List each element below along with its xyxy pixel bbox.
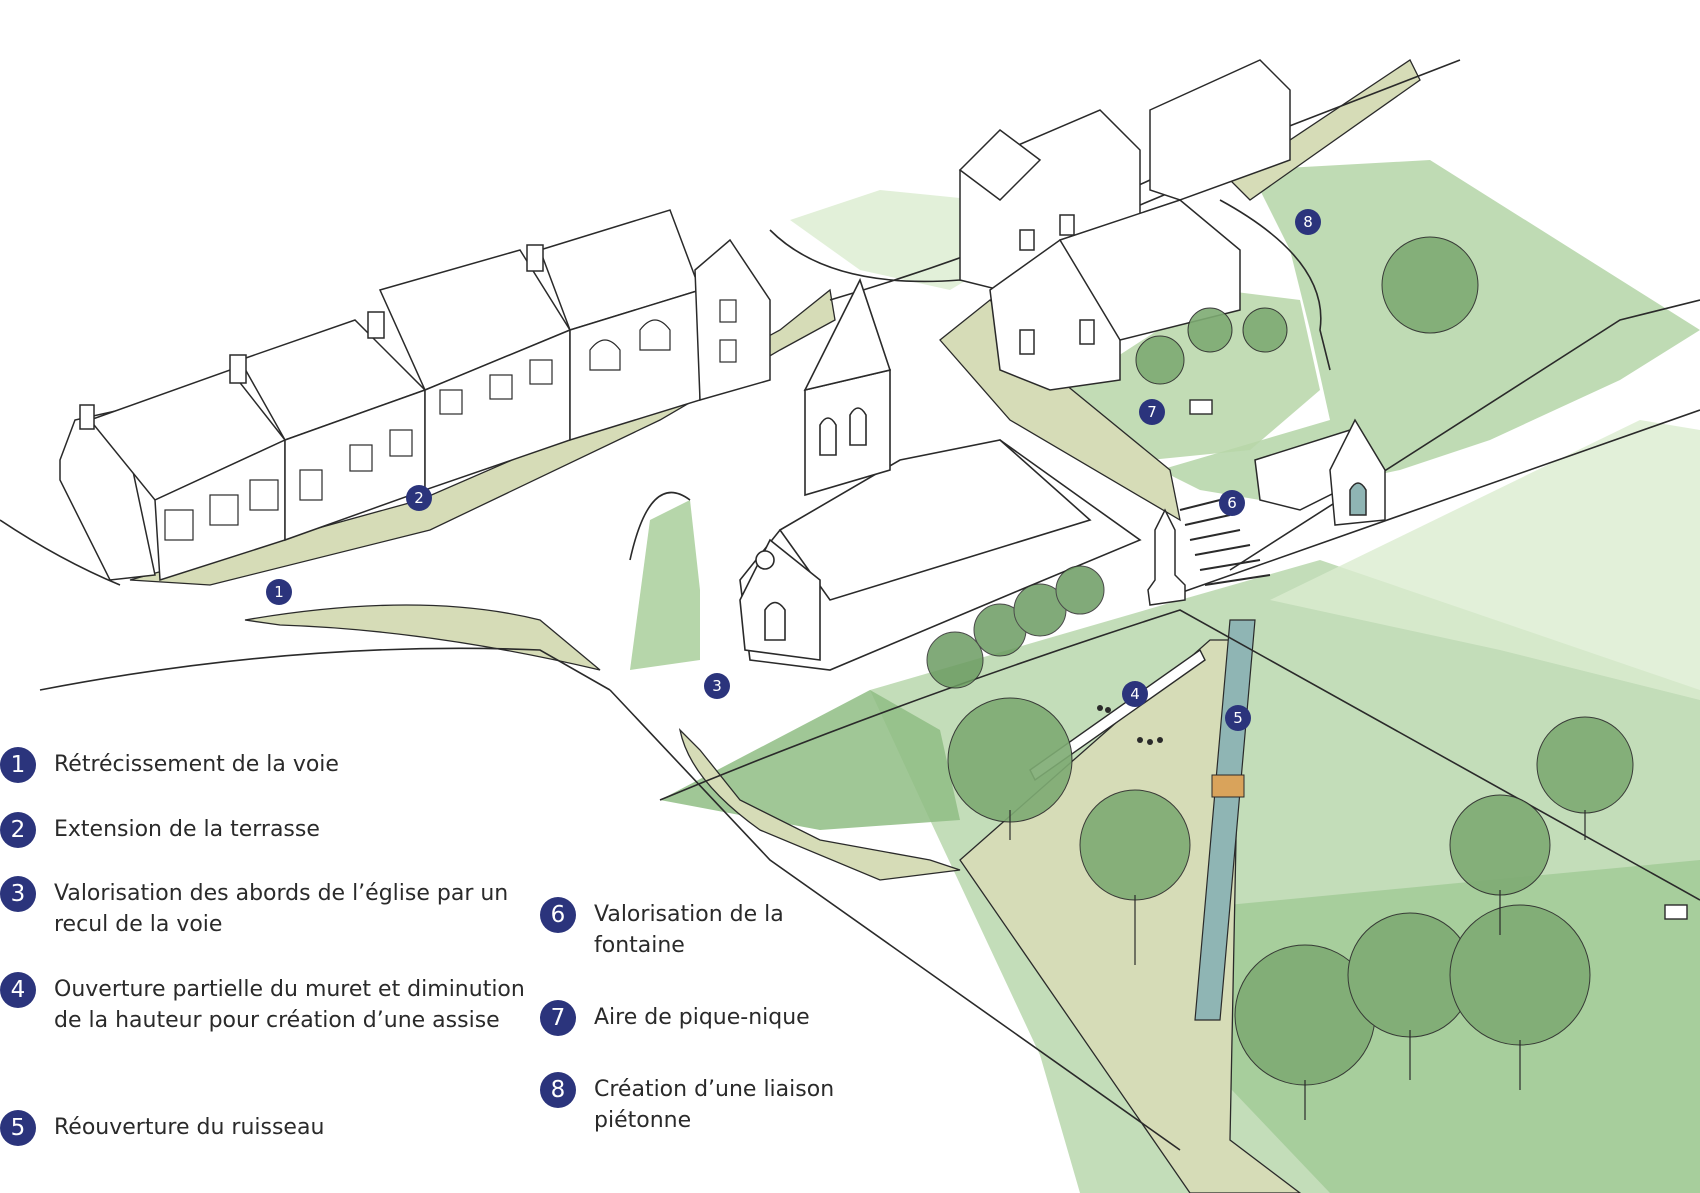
church-surround — [678, 728, 961, 881]
marker-2[interactable]: 2 — [406, 485, 432, 511]
marker-3[interactable]: 3 — [704, 673, 730, 699]
houses-top-right — [958, 59, 1291, 391]
marker-6[interactable]: 6 — [1219, 490, 1245, 516]
legend-label: Ouverture partielle du muret et diminuti… — [54, 977, 525, 1033]
house-windows-left — [164, 299, 737, 541]
legend-number: 2 — [0, 812, 36, 848]
legend-number: 6 — [540, 897, 576, 933]
trees — [926, 236, 1634, 1120]
legend-label: Extension de la terrasse — [54, 817, 320, 842]
legend-item-3: 3 Valorisation des abords de l’église pa… — [0, 876, 520, 940]
crossing — [1179, 499, 1271, 586]
fountain-cross — [1147, 508, 1186, 606]
marker-1[interactable]: 1 — [266, 579, 292, 605]
legend-label: Aire de pique-nique — [594, 1005, 810, 1030]
marker-5[interactable]: 5 — [1225, 705, 1251, 731]
legend-label: Création d’une liaison piétonne — [594, 1077, 835, 1133]
church-gable — [739, 538, 821, 661]
church — [739, 277, 1142, 671]
legend-item-5: 5 Réouverture du ruisseau — [0, 1110, 500, 1146]
legend-label: Valorisation des abords de l’église par … — [54, 881, 509, 937]
houses-row-left — [59, 209, 771, 582]
legend-label: Réouverture du ruisseau — [54, 1115, 325, 1140]
legend-item-8: 8 Création d’une liaison piétonne — [540, 1072, 840, 1136]
legend-item-7: 7 Aire de pique-nique — [540, 1000, 840, 1036]
legend-item-6: 6 Valorisation de la fontaine — [540, 897, 840, 961]
legend-number: 1 — [0, 747, 36, 783]
church-steeple — [803, 277, 892, 392]
legend-number: 7 — [540, 1000, 576, 1036]
legend-number: 3 — [0, 876, 36, 912]
pedestrians — [1097, 705, 1163, 745]
legend-number: 5 — [0, 1110, 36, 1146]
legend-item-2: 2 Extension de la terrasse — [0, 812, 500, 848]
fountain-chapel — [1147, 418, 1386, 606]
footbridge — [1211, 774, 1245, 798]
marker-8[interactable]: 8 — [1295, 209, 1321, 235]
left-verge — [630, 500, 700, 670]
marker-4[interactable]: 4 — [1122, 681, 1148, 707]
legend-item-1: 1 Rétrécissement de la voie — [0, 747, 500, 783]
legend-label: Rétrécissement de la voie — [54, 752, 339, 777]
back-lawn — [790, 190, 1000, 290]
legend-label: Valorisation de la fontaine — [594, 902, 784, 958]
legend-number: 8 — [540, 1072, 576, 1108]
legend-number: 4 — [0, 972, 36, 1008]
road-island — [244, 604, 601, 671]
right-field — [1270, 420, 1700, 700]
legend-item-4: 4 Ouverture partielle du muret et diminu… — [0, 972, 525, 1036]
marker-7[interactable]: 7 — [1139, 399, 1165, 425]
church-roof — [778, 439, 1092, 601]
